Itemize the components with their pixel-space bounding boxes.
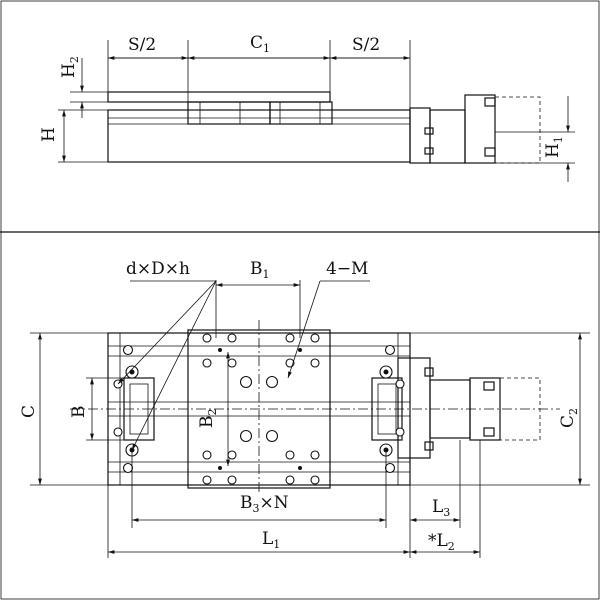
top-view: [30, 280, 590, 558]
label-4-m: 4−M: [326, 259, 368, 279]
label-b3n: B3×N: [240, 493, 289, 515]
side-view: [58, 40, 575, 182]
label-c2: C2: [558, 408, 580, 428]
label-l3: L3: [432, 497, 450, 519]
label-l1: L1: [262, 529, 280, 551]
label-s-half-left: S/2: [128, 35, 156, 55]
label-b1: B1: [250, 259, 270, 281]
label-c1: C1: [250, 33, 270, 55]
label-h1: H1: [543, 136, 565, 158]
label-b: B: [69, 406, 89, 419]
label-l2: *L2: [428, 531, 455, 553]
label-dxdxh: d×D×h: [126, 259, 190, 279]
label-s-half-right: S/2: [352, 35, 380, 55]
label-b2: B2: [197, 409, 219, 429]
label-h2: H2: [59, 56, 81, 78]
label-h: H: [39, 127, 59, 142]
label-c: C: [19, 405, 39, 418]
